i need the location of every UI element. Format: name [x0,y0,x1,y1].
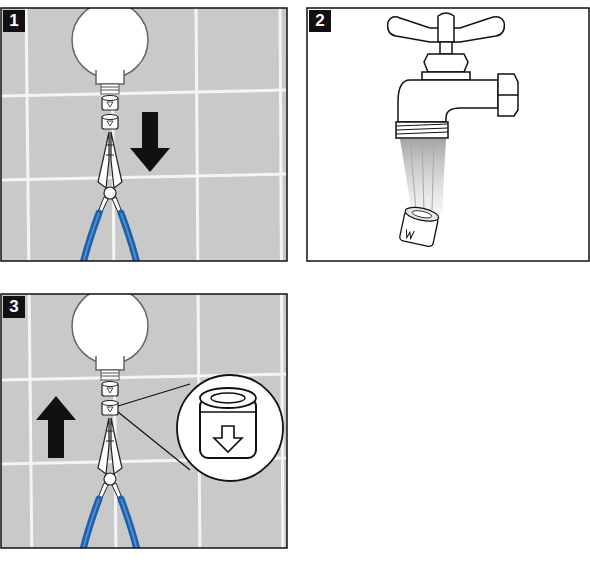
callout-number: 1 [3,10,25,32]
callout-number: 2 [309,10,331,32]
callout-number: 3 [3,296,25,318]
